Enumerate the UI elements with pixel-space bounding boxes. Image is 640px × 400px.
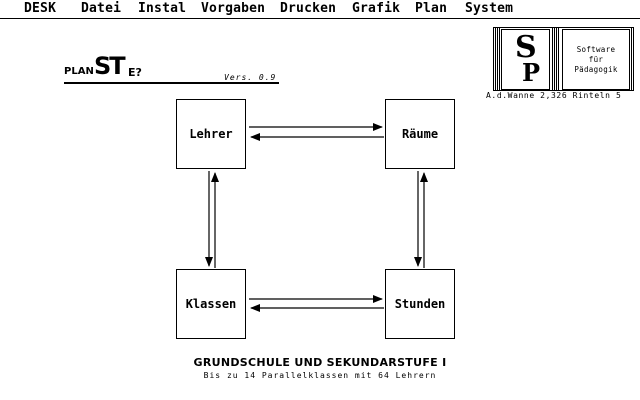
footer-subtitle: Bis zu 14 Parallelklassen mit 64 Lehrern xyxy=(203,371,437,380)
menu-desk[interactable]: DESK xyxy=(24,1,57,16)
version-label: Vers. 0.9 xyxy=(224,73,277,82)
menu-plan[interactable]: Plan xyxy=(415,1,448,16)
monogram-p: P xyxy=(522,58,541,87)
emblem-line-software: Software xyxy=(576,44,616,54)
menu-grafik[interactable]: Grafik xyxy=(352,1,401,16)
module-rooms-label: Räume xyxy=(401,127,439,141)
module-classes-label: Klassen xyxy=(185,297,237,311)
logo-text-st: ST xyxy=(94,52,126,80)
menu-drucken[interactable]: Drucken xyxy=(280,1,337,16)
emblem-caption: Software für Pädagogik xyxy=(562,29,630,90)
module-lessons-label: Stunden xyxy=(394,297,446,311)
book-pages-icon xyxy=(493,27,634,91)
module-rooms-box[interactable]: Räume xyxy=(385,99,455,169)
emblem-line-fuer: für xyxy=(588,54,604,64)
menu-instal[interactable]: Instal xyxy=(138,1,187,16)
menu-system[interactable]: System xyxy=(465,1,514,16)
menu-bar: DESK Datei Instal Vorgaben Drucken Grafi… xyxy=(0,0,640,19)
menu-datei[interactable]: Datei xyxy=(81,1,122,16)
module-teachers-box[interactable]: Lehrer xyxy=(176,99,246,169)
logo-text-plan: PLAN xyxy=(64,66,94,77)
module-classes-box[interactable]: Klassen xyxy=(176,269,246,339)
publisher-address: A.d.Wanne 2,326 Rinteln 5 xyxy=(486,91,622,100)
footer-title: GRUNDSCHULE UND SEKUNDARSTUFE I xyxy=(193,356,447,369)
module-teachers-label: Lehrer xyxy=(189,127,233,141)
logo-text-e: E? xyxy=(128,66,142,79)
logo-underline xyxy=(64,82,279,84)
menu-vorgaben[interactable]: Vorgaben xyxy=(201,1,266,16)
module-lessons-box[interactable]: Stunden xyxy=(385,269,455,339)
emblem-monogram: S P xyxy=(501,29,550,90)
emblem-line-paedagogik: Pädagogik xyxy=(574,64,618,74)
monogram-s: S xyxy=(515,30,537,65)
program-logo: PLAN ST E? Vers. 0.9 xyxy=(64,52,280,86)
publisher-emblem: S P Software für Pädagogik xyxy=(492,26,636,92)
